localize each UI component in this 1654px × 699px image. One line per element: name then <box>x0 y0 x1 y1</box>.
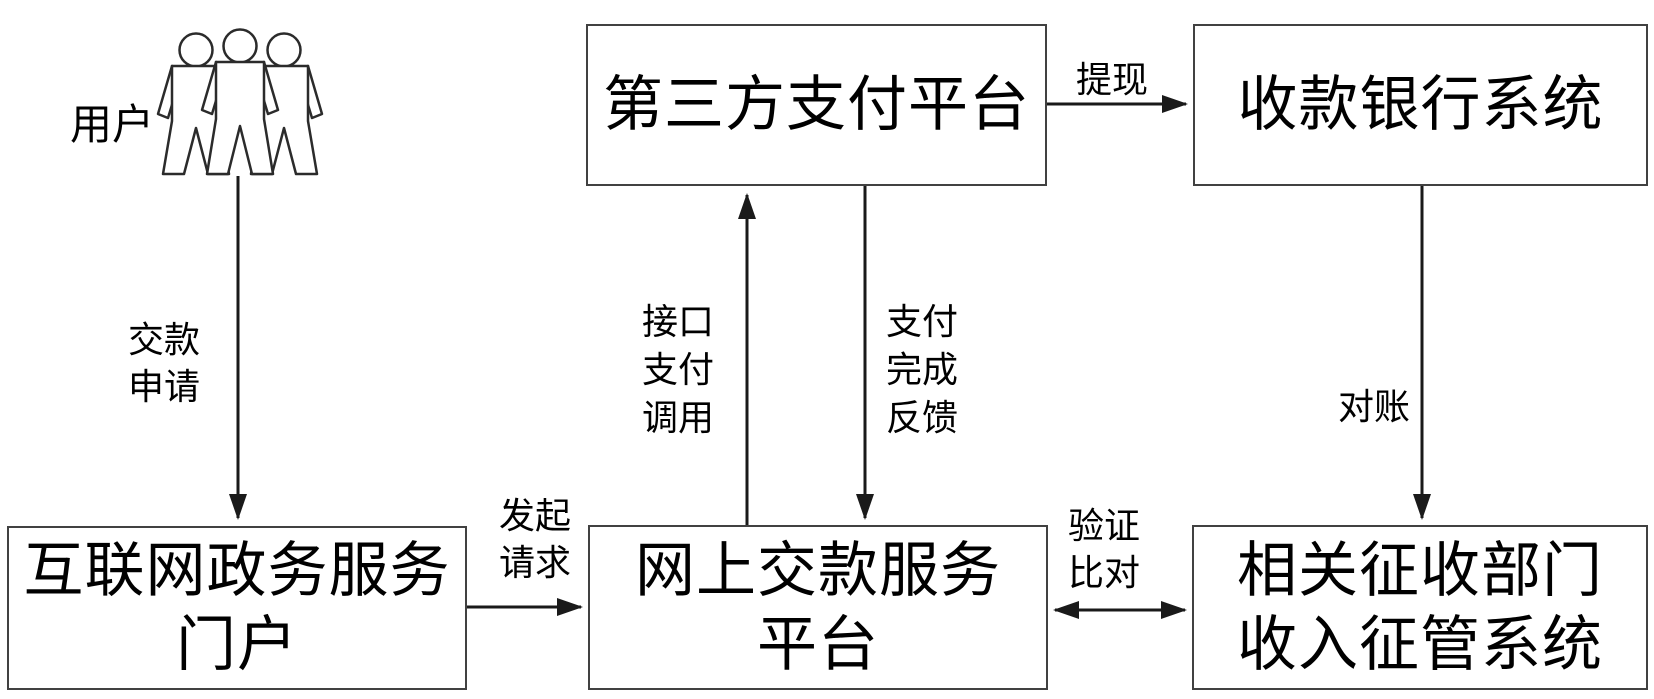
node-label-line2: 收入征管系统 <box>1237 610 1603 678</box>
edge-label-line: 接口 <box>641 301 714 342</box>
edge-label-line: 请求 <box>498 542 571 583</box>
edge-label-line: 发起 <box>498 495 571 536</box>
node-label-line1: 互联网政务服务 <box>23 537 451 604</box>
edge-label-line: 申请 <box>127 366 200 407</box>
node-internet-gov-service-portal: 互联网政务服务 门户 <box>7 526 467 690</box>
edge-label-line: 比对 <box>1067 552 1140 593</box>
node-label: 第三方支付平台 <box>603 71 1030 138</box>
edge-label-interface-payment-call: 接口 支付 调用 <box>622 298 734 442</box>
users-icon <box>156 28 324 176</box>
edge-label-line: 支付 <box>885 301 958 342</box>
node-online-payment-service-platform: 网上交款服务 平台 <box>588 525 1048 690</box>
node-label-line1: 相关征收部门 <box>1237 536 1603 604</box>
node-third-party-payment-platform: 第三方支付平台 <box>586 24 1047 186</box>
edge-label-initiate-request: 发起 请求 <box>476 492 594 586</box>
edge-label-payment-application: 交款 申请 <box>106 316 222 410</box>
edge-label-line: 对账 <box>1337 386 1410 427</box>
edge-label-reconciliation: 对账 <box>1320 383 1428 431</box>
edge-label-line: 验证 <box>1067 505 1140 546</box>
node-label-line2: 门户 <box>176 611 298 678</box>
edge-label-line: 调用 <box>641 397 714 438</box>
node-label-line1: 网上交款服务 <box>635 536 1001 604</box>
user-label: 用户 <box>56 100 168 150</box>
node-receiving-bank-system: 收款银行系统 <box>1193 24 1648 186</box>
user-label-text: 用户 <box>69 101 154 148</box>
edge-label-line: 交款 <box>127 319 200 360</box>
node-label-line2: 平台 <box>757 610 879 678</box>
edge-label-verify-compare: 验证 比对 <box>1046 502 1162 596</box>
edge-label-line: 反馈 <box>885 397 958 438</box>
node-collection-dept-revenue-system: 相关征收部门 收入征管系统 <box>1192 525 1648 690</box>
edge-label-line: 完成 <box>885 349 958 390</box>
node-label: 收款银行系统 <box>1237 71 1604 138</box>
edge-label-line: 支付 <box>641 349 714 390</box>
edge-label-line: 提现 <box>1075 59 1148 100</box>
edge-label-payment-completion-feedback: 支付 完成 反馈 <box>866 298 978 442</box>
edge-label-withdraw: 提现 <box>1058 56 1166 104</box>
